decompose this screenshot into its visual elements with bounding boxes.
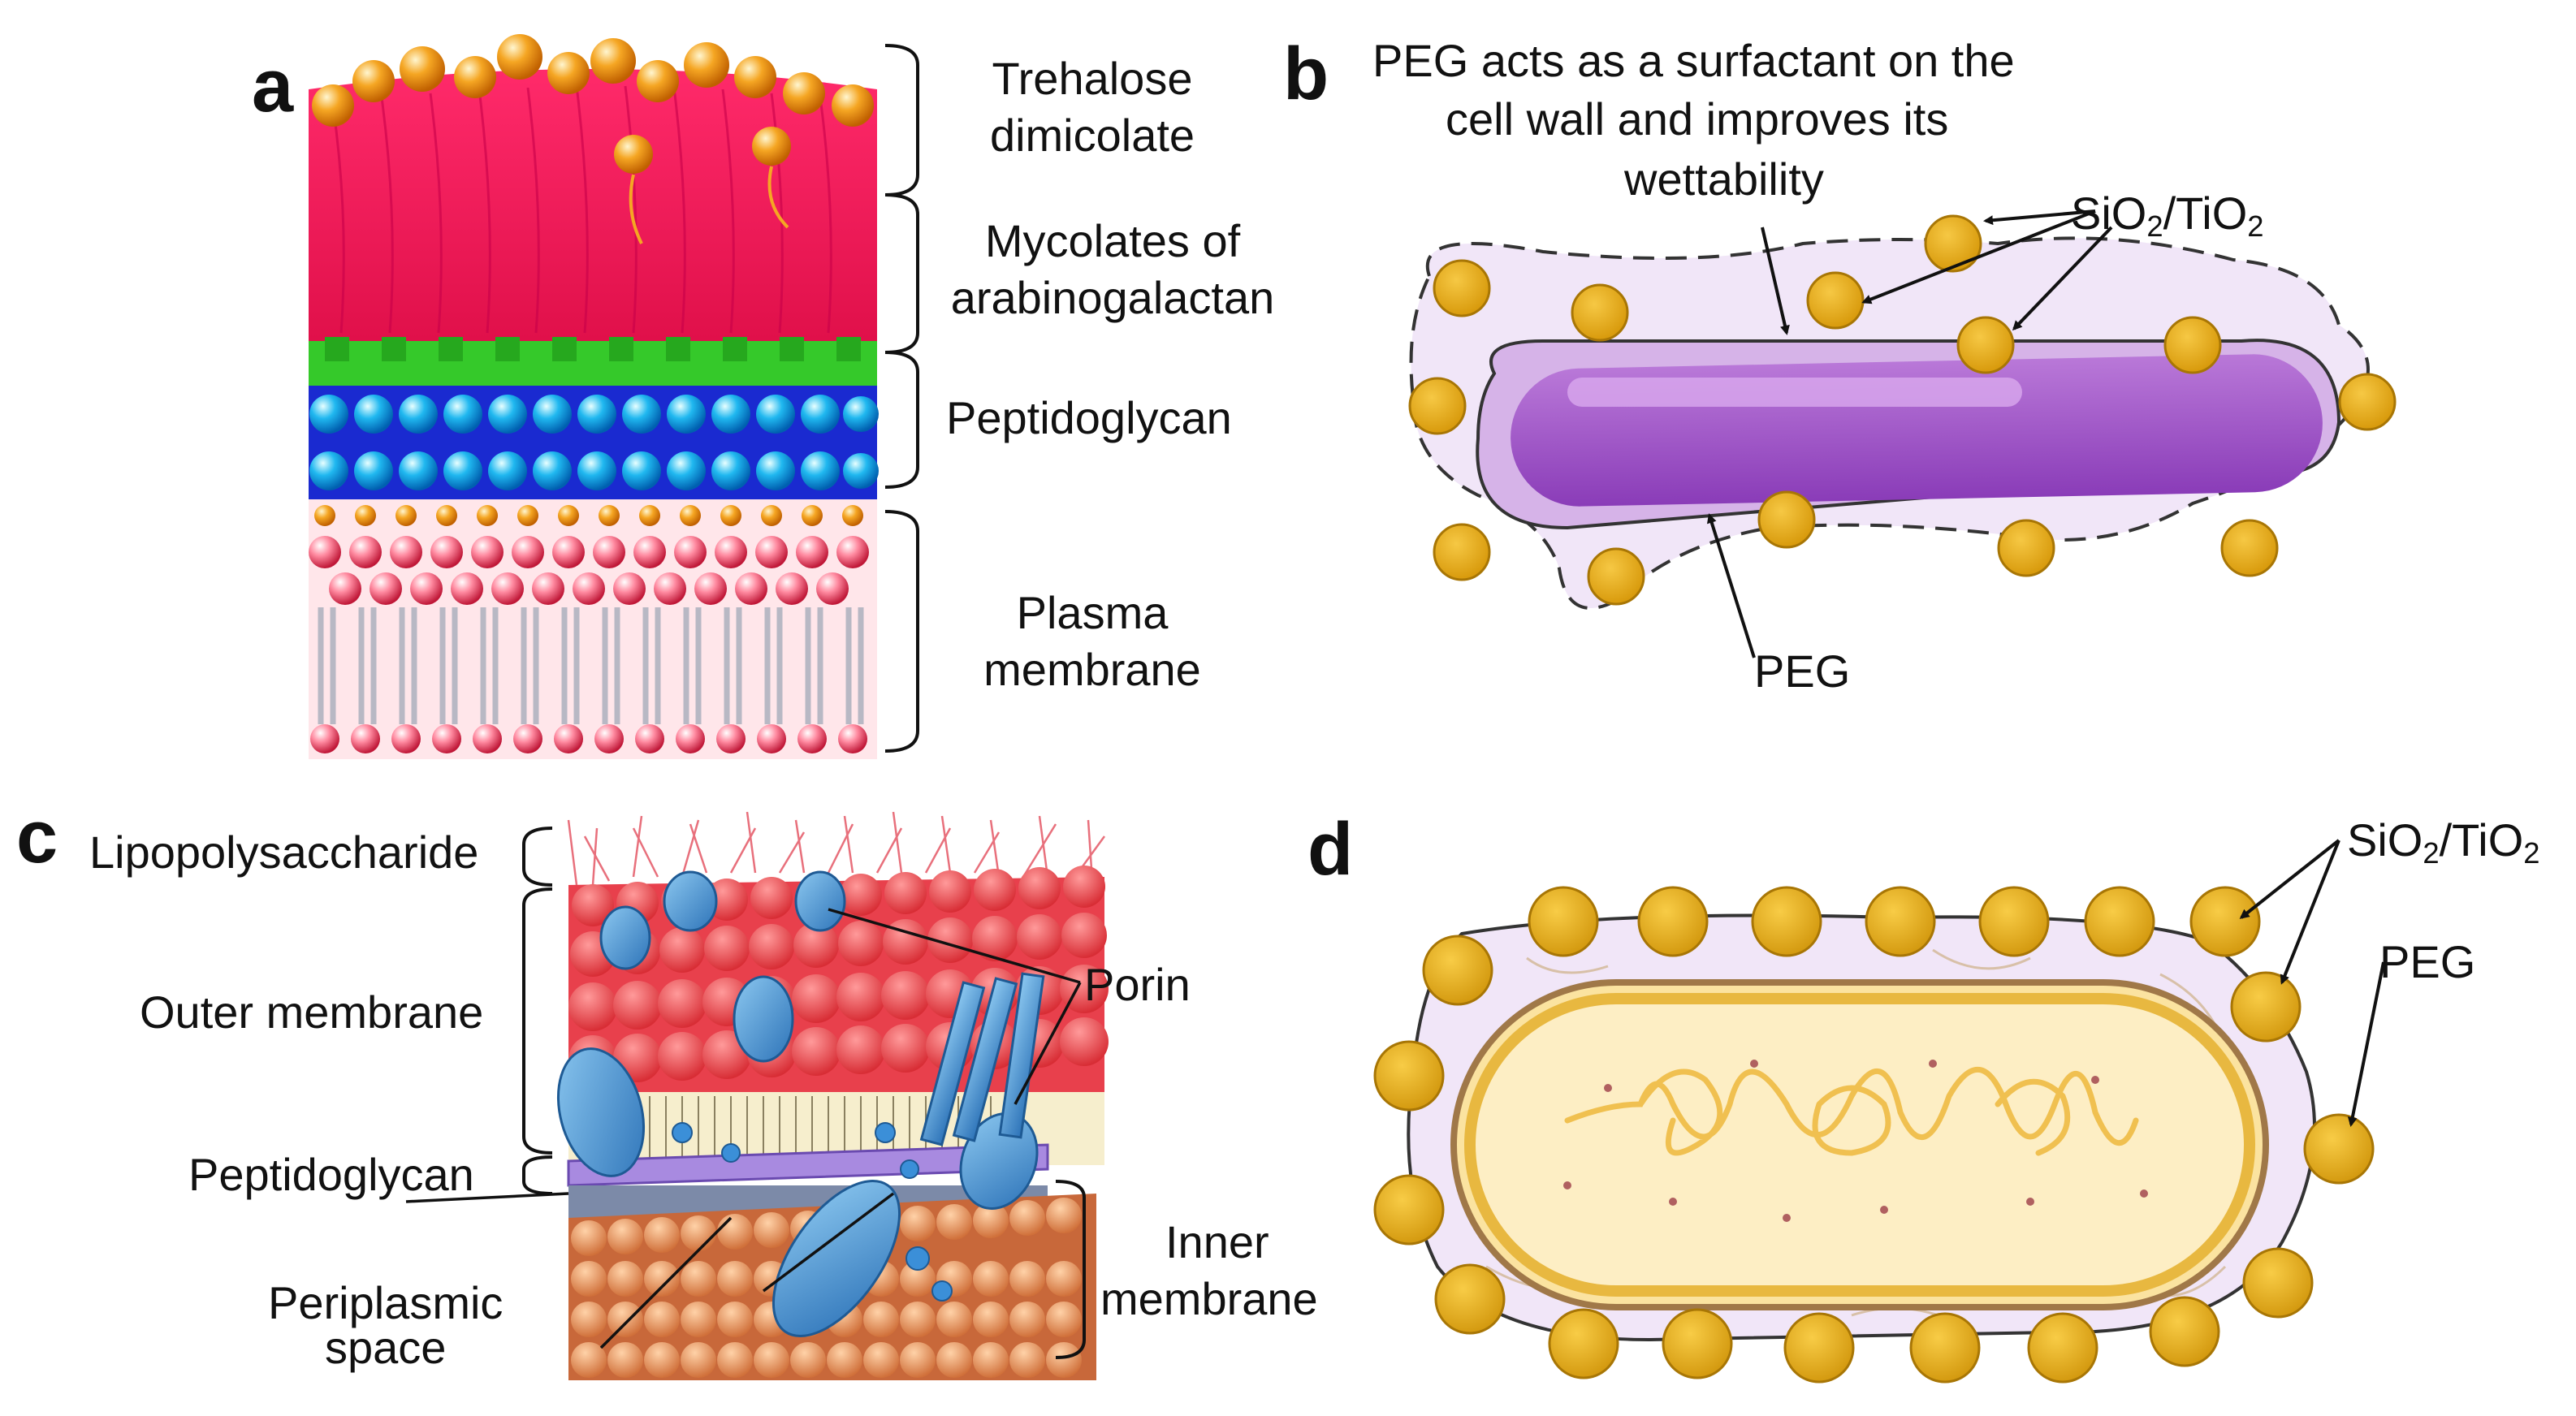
- label-sio2-tio2-d-sub1: 2: [2423, 836, 2440, 870]
- label-sio2-tio2-b-sub2: 2: [2247, 209, 2264, 244]
- gram-negative-envelope-illustration: [405, 811, 1109, 1380]
- label-sio2-tio2-d-part2: /TiO: [2439, 814, 2524, 866]
- label-inner-membrane-line2: membrane: [1100, 1273, 1318, 1324]
- label-sio2-tio2-b-part2: /TiO: [2163, 188, 2248, 239]
- label-mycolates: Mycolates of arabinogalactan: [950, 215, 1275, 323]
- label-peptidoglycan-a: Peptidoglycan: [946, 392, 1232, 443]
- bracket-inner-membrane: [1055, 1180, 1086, 1359]
- label-trehalose-dimicolate: Trehalose dimicolate: [989, 53, 1195, 161]
- bracket-group-a: [884, 44, 919, 753]
- label-periplasmic-line1: Periplasmic: [268, 1277, 504, 1328]
- label-plasma-membrane: Plasma membrane: [983, 587, 1201, 695]
- label-sio2-tio2-d-sub2: 2: [2523, 836, 2540, 870]
- label-porin: Porin: [1084, 959, 1191, 1010]
- label-sio2-tio2-d-part1: SiO: [2347, 814, 2423, 866]
- caption-peg-surfactant-line3: wettability: [1624, 153, 1824, 205]
- panel-c-letter: c: [16, 796, 58, 879]
- label-lipopolysaccharide: Lipopolysaccharide: [89, 827, 479, 878]
- label-outer-membrane: Outer membrane: [140, 986, 484, 1038]
- label-peptidoglycan-c: Peptidoglycan: [188, 1149, 474, 1200]
- label-peg-d: PEG: [2379, 936, 2476, 987]
- panel-a-letter: a: [252, 45, 294, 127]
- label-sio2-tio2-b-sub1: 2: [2146, 209, 2163, 244]
- panel-d-letter: d: [1307, 808, 1354, 891]
- bacterium-illustration-d: [1373, 839, 2385, 1384]
- bracket-group-c: [522, 827, 553, 1195]
- panel-b-letter: b: [1283, 32, 1329, 115]
- label-peg-b: PEG: [1754, 645, 1851, 697]
- caption-peg-surfactant-line1: PEG acts as a surfactant on the: [1372, 35, 2015, 86]
- caption-peg-surfactant-line2: cell wall and improves its: [1446, 93, 1949, 145]
- bacterium-illustration-b: [1408, 209, 2397, 658]
- label-inner-membrane-line1: Inner: [1165, 1216, 1269, 1267]
- cell-wall-illustration-a: [309, 34, 879, 759]
- label-sio2-tio2-d: SiO2/TiO2: [2347, 812, 2540, 869]
- label-periplasmic-line2: space: [325, 1322, 447, 1373]
